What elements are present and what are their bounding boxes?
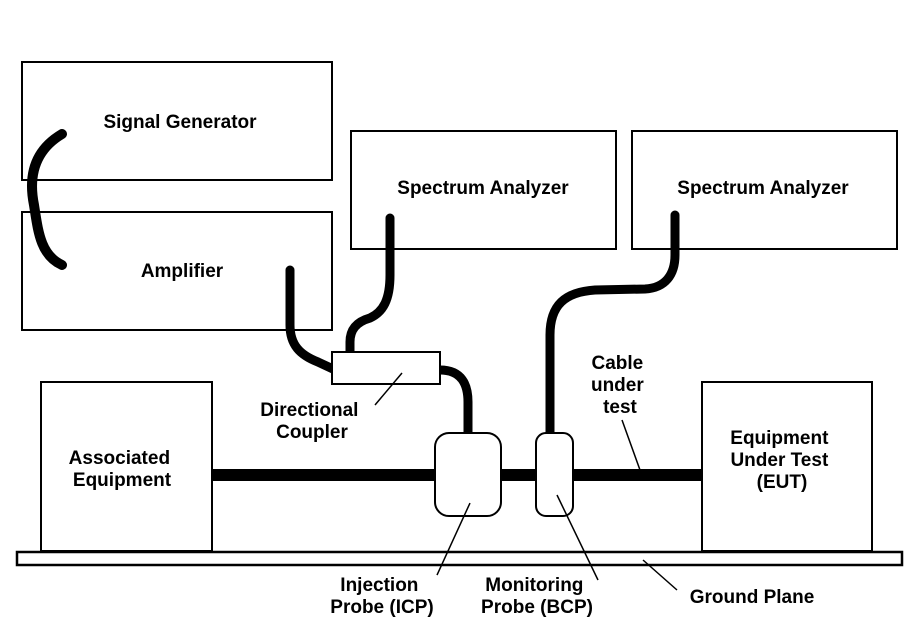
- ground-leader-line: [642, 559, 678, 591]
- coupler-injection-cable: [435, 365, 473, 463]
- eut-label: Equipment Under Test (EUT): [730, 428, 833, 493]
- directional-coupler-label: Directional Coupler: [260, 400, 363, 443]
- amplifier-label: Amplifier: [141, 261, 224, 282]
- ground-plane-label: Ground Plane: [690, 587, 815, 608]
- eut-box: [701, 381, 873, 552]
- signal-generator-label: Signal Generator: [103, 112, 257, 133]
- associated-equipment-label: Associated Equipment: [69, 448, 176, 491]
- cable-under-test-label: Cable under test: [591, 353, 649, 418]
- coupler-leader-line: [374, 372, 403, 406]
- associated-equipment-box: [40, 381, 213, 552]
- coupler-analyzer-cable: [345, 213, 395, 357]
- generator-amplifier-cable: [27, 129, 67, 270]
- injection-leader-line: [436, 502, 471, 576]
- injection-probe-label: Injection Probe (ICP): [330, 575, 433, 618]
- signal-generator-box: [21, 61, 333, 181]
- amplifier-coupler-cable: [285, 265, 338, 374]
- cable-leader-line: [621, 419, 641, 471]
- ground-plane-bar: [15, 550, 904, 567]
- amplifier-box: [21, 211, 333, 331]
- directional-coupler-body: [331, 351, 441, 385]
- spectrum-analyzer-right-label: Spectrum Analyzer: [677, 178, 849, 199]
- spectrum-analyzer-left-box: [350, 130, 617, 250]
- spectrum-analyzer-left-label: Spectrum Analyzer: [397, 178, 569, 199]
- monitoring-analyzer-cable: [545, 210, 680, 465]
- injection-probe-body: [434, 432, 502, 517]
- monitoring-probe-label: Monitoring Probe (BCP): [481, 575, 593, 618]
- monitoring-probe-body: [535, 432, 574, 517]
- monitoring-leader-line: [556, 494, 599, 581]
